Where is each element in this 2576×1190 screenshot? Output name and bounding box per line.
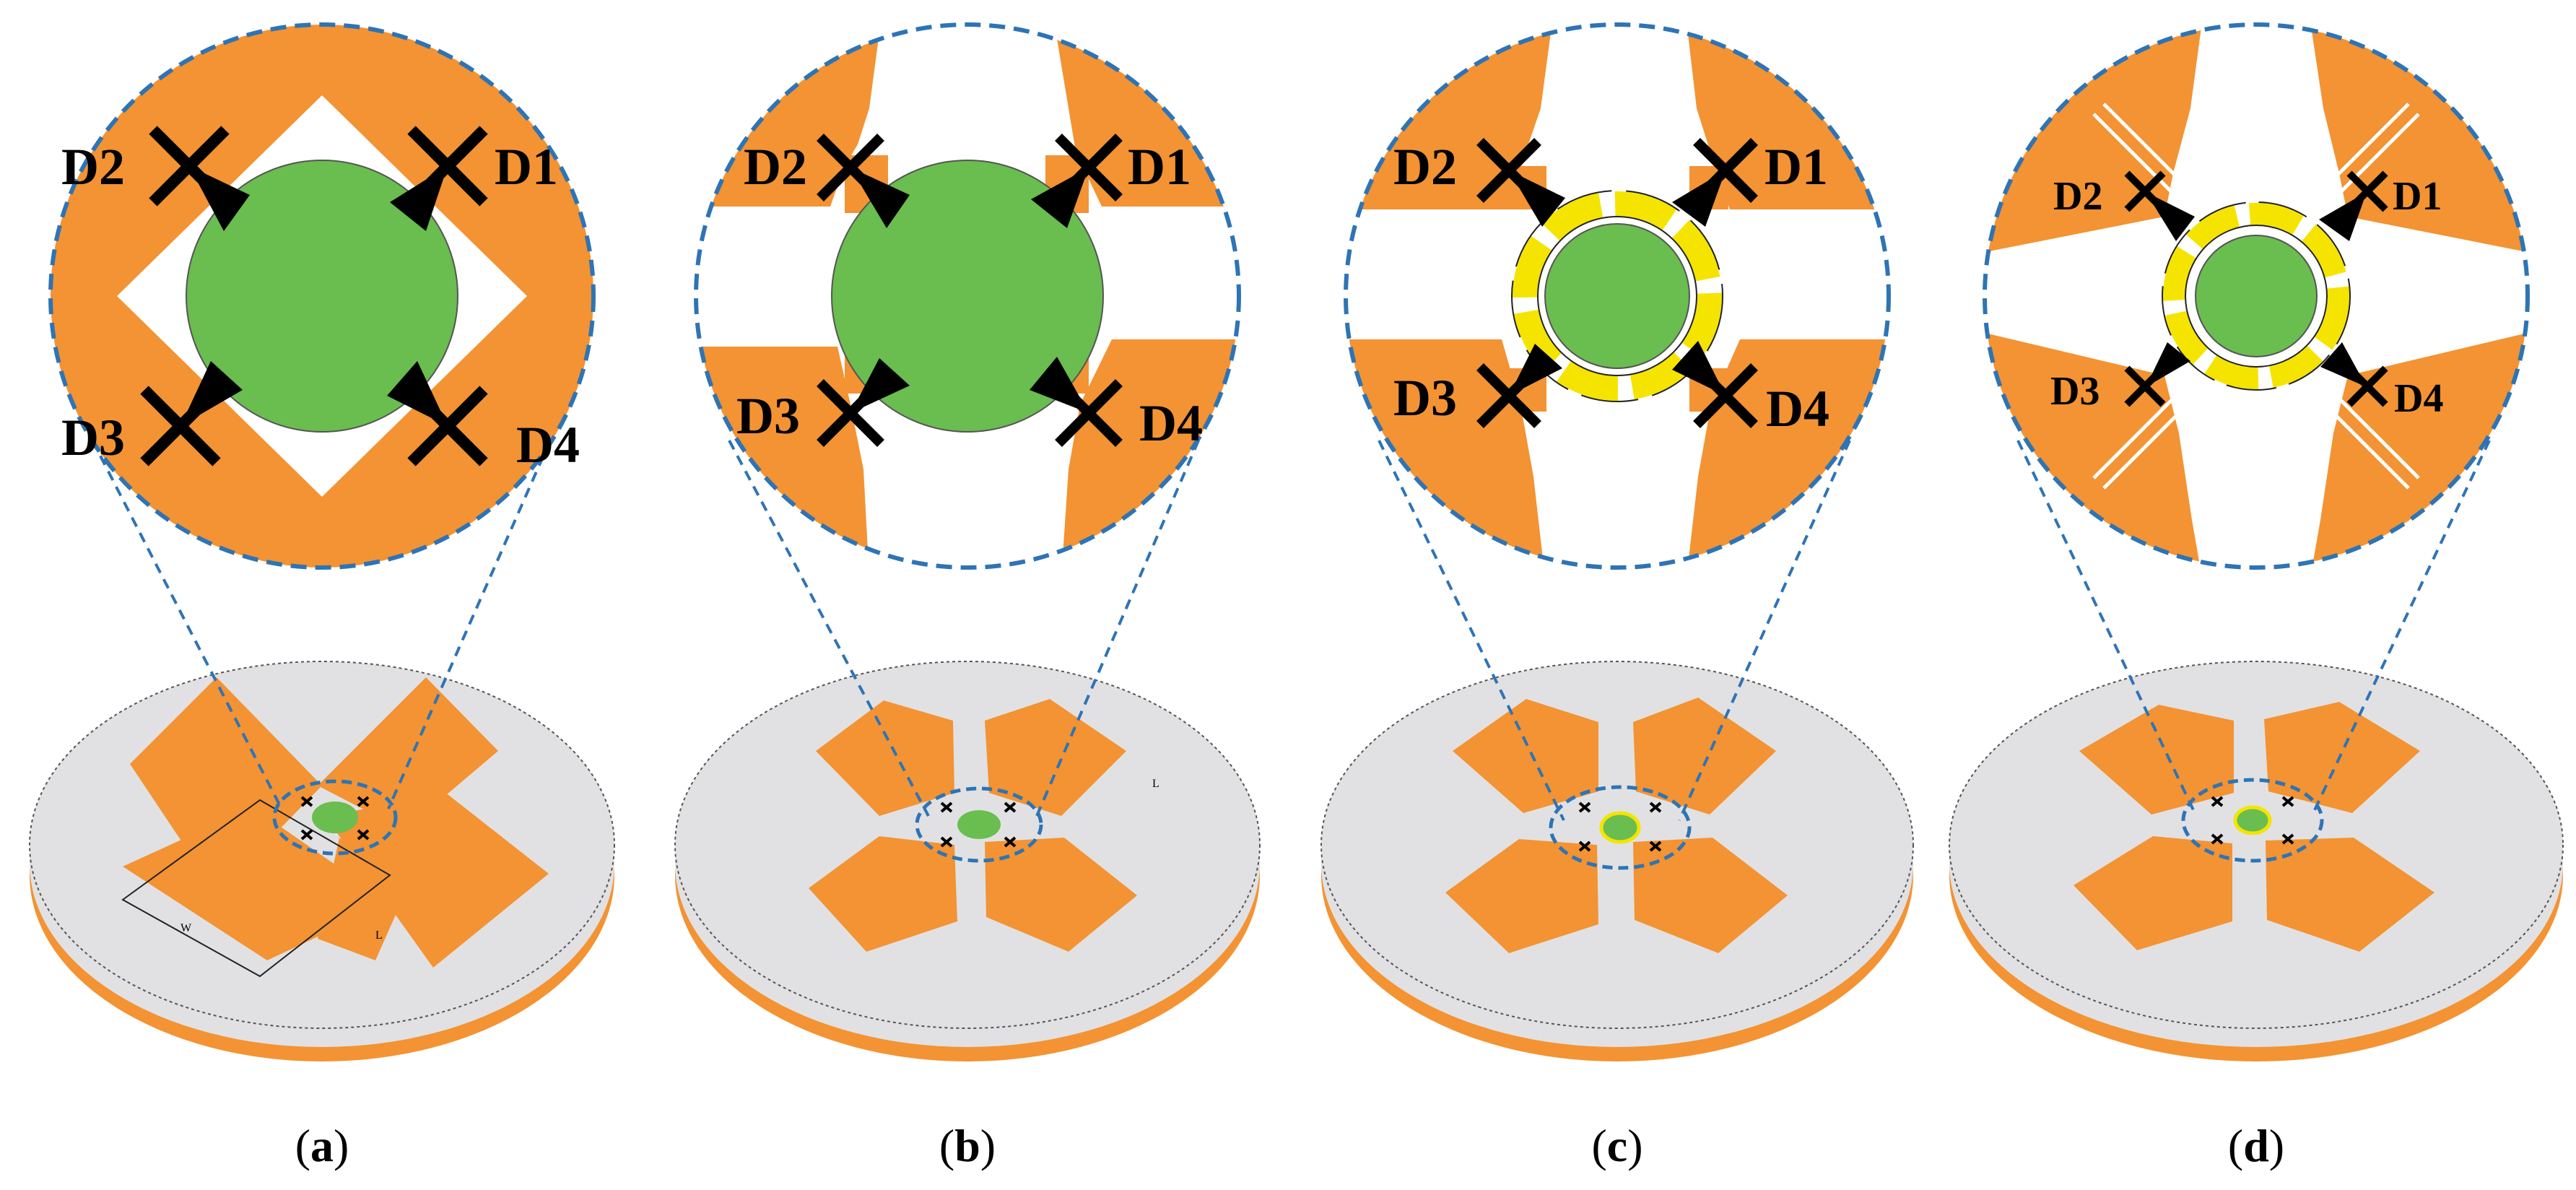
port-label-d1-b: D1 xyxy=(1128,138,1191,196)
panel-b: L xyxy=(674,22,1261,1171)
port-arrows-d xyxy=(2146,192,2367,387)
port-label-d4-c: D4 xyxy=(1766,380,1829,438)
ground-plane-outline-a xyxy=(121,799,391,978)
panel-letter-b: b xyxy=(954,1120,980,1171)
dim-label-w: W xyxy=(180,922,192,934)
panel-letter-c: c xyxy=(1607,1120,1627,1171)
panel-a: W L xyxy=(29,22,615,1171)
port-arrows-a xyxy=(180,166,448,426)
port-label-d2-c: D2 xyxy=(1393,138,1457,196)
zoom-circle-c xyxy=(1344,22,1891,570)
zoom-circle-d xyxy=(1983,22,2530,570)
port-label-d4-a: D4 xyxy=(516,416,580,474)
center-detail-a xyxy=(272,779,398,856)
port-label-d2-b: D2 xyxy=(744,138,807,196)
zoom-lines-c xyxy=(1378,440,1851,821)
panel-d: D2 D1 D3 D4 (d) xyxy=(1949,22,2564,1171)
patch-a xyxy=(123,677,549,968)
patch-d xyxy=(2074,702,2434,952)
port-label-d3-d: D3 xyxy=(2050,369,2099,414)
port-label-d4-d: D4 xyxy=(2394,376,2443,421)
panel-caption-d: (d) xyxy=(2228,1120,2284,1171)
port-label-d1-d: D1 xyxy=(2393,174,2442,219)
panel-caption-a: (a) xyxy=(295,1120,349,1171)
panel-letter-d: d xyxy=(2243,1120,2269,1171)
port-label-d2-a: D2 xyxy=(61,138,125,196)
port-label-d1-a: D1 xyxy=(495,138,558,196)
slot-lines-d xyxy=(2092,103,2420,490)
panel-caption-c: (c) xyxy=(1591,1120,1642,1171)
center-detail-b xyxy=(915,786,1043,863)
panel-caption-b: (b) xyxy=(939,1120,996,1171)
port-label-d3-c: D3 xyxy=(1393,369,1457,427)
zoom-circle-b xyxy=(694,22,1241,570)
port-label-d2-d: D2 xyxy=(2053,174,2102,219)
zoom-lines-b xyxy=(728,440,1200,817)
port-arrows-b xyxy=(850,168,1089,413)
zoom-lines-a xyxy=(91,440,552,809)
patch-b xyxy=(809,699,1137,952)
port-label-d1-c: D1 xyxy=(1765,138,1828,196)
panel-letter-a: a xyxy=(310,1120,334,1171)
port-label-d3-a: D3 xyxy=(61,409,125,466)
zoom-circle-a xyxy=(48,22,596,570)
substrate-disc-c xyxy=(1320,661,1914,1061)
substrate-disc-b xyxy=(674,661,1261,1061)
patch-c xyxy=(1445,698,1788,953)
port-label-d3-b: D3 xyxy=(736,387,800,445)
center-detail-d xyxy=(2181,778,2324,863)
dim-label-l-b: L xyxy=(1152,778,1159,790)
dim-label-l: L xyxy=(375,929,383,942)
panel-c: D2 D1 D3 D4 (c) xyxy=(1320,22,1914,1171)
port-label-d4-b: D4 xyxy=(1139,394,1203,452)
port-arrows-c xyxy=(1509,170,1726,396)
center-detail-c xyxy=(1549,785,1692,870)
